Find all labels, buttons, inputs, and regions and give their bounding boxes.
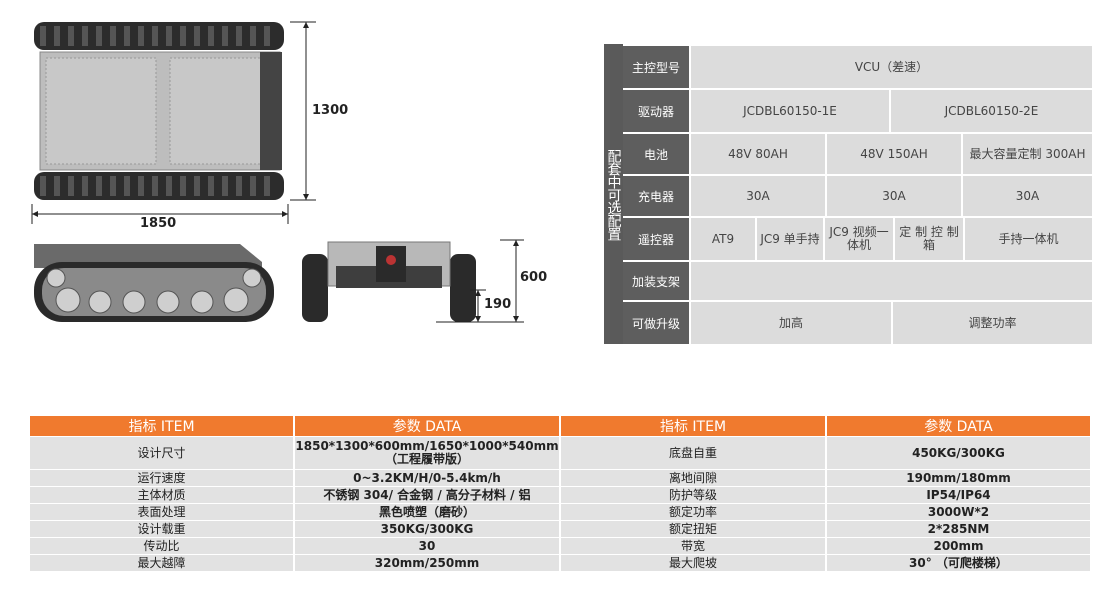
spec-header-row: 指标 ITEM 参数 DATA 指标 ITEM 参数 DATA xyxy=(30,416,1092,436)
spec-value: 3000W*2 xyxy=(827,504,1092,520)
config-cell: 调整功率 xyxy=(891,300,1092,344)
config-cell: JC9 视频一体机 xyxy=(823,216,893,260)
config-label: 加装支架 xyxy=(623,260,689,300)
spec-header-data: 参数 DATA xyxy=(827,416,1092,436)
spec-item: 额定功率 xyxy=(561,504,827,520)
spec-value: 450KG/300KG xyxy=(827,437,1092,469)
config-label: 遥控器 xyxy=(623,216,689,260)
spec-item: 额定扭矩 xyxy=(561,521,827,537)
config-cell: VCU（差速） xyxy=(689,44,1092,88)
config-row-controller: 主控型号 VCU（差速） xyxy=(623,44,1092,88)
config-cell: JCDBL60150-2E xyxy=(889,88,1092,132)
specification-table: 指标 ITEM 参数 DATA 指标 ITEM 参数 DATA 设计尺寸 185… xyxy=(30,416,1092,571)
side-view-drawing xyxy=(34,244,274,322)
config-row-upgrade: 可做升级 加高 调整功率 xyxy=(623,300,1092,344)
config-row-bracket: 加装支架 xyxy=(623,260,1092,300)
config-row-battery: 电池 48V 80AH 48V 150AH 最大容量定制 300AH xyxy=(623,132,1092,174)
config-cell: 30A xyxy=(689,174,825,216)
spec-item: 传动比 xyxy=(30,538,295,554)
ground-clearance-label: 190 xyxy=(484,297,512,312)
spec-row: 表面处理 黑色喷塑（磨砂） 额定功率 3000W*2 xyxy=(30,503,1092,520)
height-dimension-label: 1300 xyxy=(312,103,349,118)
spec-item: 最大爬坡 xyxy=(561,555,827,571)
config-label: 主控型号 xyxy=(623,44,689,88)
width-dimension-label: 1850 xyxy=(140,216,177,231)
config-cell: 加高 xyxy=(689,300,891,344)
config-cell: 30A xyxy=(825,174,961,216)
config-row-charger: 充电器 30A 30A 30A xyxy=(623,174,1092,216)
config-side-title: 配套中可选配置 xyxy=(604,44,623,344)
spec-value: 黑色喷塑（磨砂） xyxy=(295,504,561,520)
spec-header-item: 指标 ITEM xyxy=(30,416,295,436)
spec-item: 运行速度 xyxy=(30,470,295,486)
spec-item: 带宽 xyxy=(561,538,827,554)
config-cell: 48V 150AH xyxy=(825,132,961,174)
config-cell: 48V 80AH xyxy=(689,132,825,174)
spec-row: 最大越障 320mm/250mm 最大爬坡 30° （可爬楼梯） xyxy=(30,554,1092,571)
spec-item: 防护等级 xyxy=(561,487,827,503)
spec-header-item: 指标 ITEM xyxy=(561,416,827,436)
config-row-remote: 遥控器 AT9 JC9 单手持 JC9 视频一体机 定 制 控 制 箱 手持一体… xyxy=(623,216,1092,260)
config-label: 电池 xyxy=(623,132,689,174)
spec-item: 离地间隙 xyxy=(561,470,827,486)
spec-item: 底盘自重 xyxy=(561,437,827,469)
front-view-drawing xyxy=(302,239,524,323)
top-view-drawing xyxy=(31,21,316,224)
spec-value: 190mm/180mm xyxy=(827,470,1092,486)
spec-item: 最大越障 xyxy=(30,555,295,571)
overall-height-label: 600 xyxy=(520,270,548,285)
config-cell: AT9 xyxy=(689,216,755,260)
config-cell: 30A xyxy=(961,174,1092,216)
spec-value: 1850*1300*600mm/1650*1000*540mm （工程履带版） xyxy=(295,437,561,469)
configuration-table: 配套中可选配置 主控型号 VCU（差速） 驱动器 JCDBL60150-1E J… xyxy=(604,44,1092,344)
config-cell xyxy=(689,260,1092,300)
spec-value: 30 xyxy=(295,538,561,554)
spec-item: 表面处理 xyxy=(30,504,295,520)
config-cell: 定 制 控 制 箱 xyxy=(893,216,963,260)
spec-value: 30° （可爬楼梯） xyxy=(827,555,1092,571)
config-row-driver: 驱动器 JCDBL60150-1E JCDBL60150-2E xyxy=(623,88,1092,132)
spec-value: 不锈钢 304/ 合金钢 / 高分子材料 / 铝 xyxy=(295,487,561,503)
spec-row: 设计载重 350KG/300KG 额定扭矩 2*285NM xyxy=(30,520,1092,537)
spec-row: 传动比 30 带宽 200mm xyxy=(30,537,1092,554)
spec-value: 320mm/250mm xyxy=(295,555,561,571)
config-cell: JCDBL60150-1E xyxy=(689,88,889,132)
config-label: 充电器 xyxy=(623,174,689,216)
spec-row: 运行速度 0~3.2KM/H/0-5.4km/h 离地间隙 190mm/180m… xyxy=(30,469,1092,486)
spec-row: 设计尺寸 1850*1300*600mm/1650*1000*540mm （工程… xyxy=(30,436,1092,469)
spec-value: 200mm xyxy=(827,538,1092,554)
config-cell: 手持一体机 xyxy=(963,216,1092,260)
spec-item: 主体材质 xyxy=(30,487,295,503)
spec-row: 主体材质 不锈钢 304/ 合金钢 / 高分子材料 / 铝 防护等级 IP54/… xyxy=(30,486,1092,503)
config-cell: 最大容量定制 300AH xyxy=(961,132,1092,174)
spec-item: 设计载重 xyxy=(30,521,295,537)
config-label: 驱动器 xyxy=(623,88,689,132)
spec-value: IP54/IP64 xyxy=(827,487,1092,503)
spec-header-data: 参数 DATA xyxy=(295,416,561,436)
config-label: 可做升级 xyxy=(623,300,689,344)
spec-value: 350KG/300KG xyxy=(295,521,561,537)
spec-value: 0~3.2KM/H/0-5.4km/h xyxy=(295,470,561,486)
spec-value: 2*285NM xyxy=(827,521,1092,537)
config-cell: JC9 单手持 xyxy=(755,216,823,260)
spec-item: 设计尺寸 xyxy=(30,437,295,469)
